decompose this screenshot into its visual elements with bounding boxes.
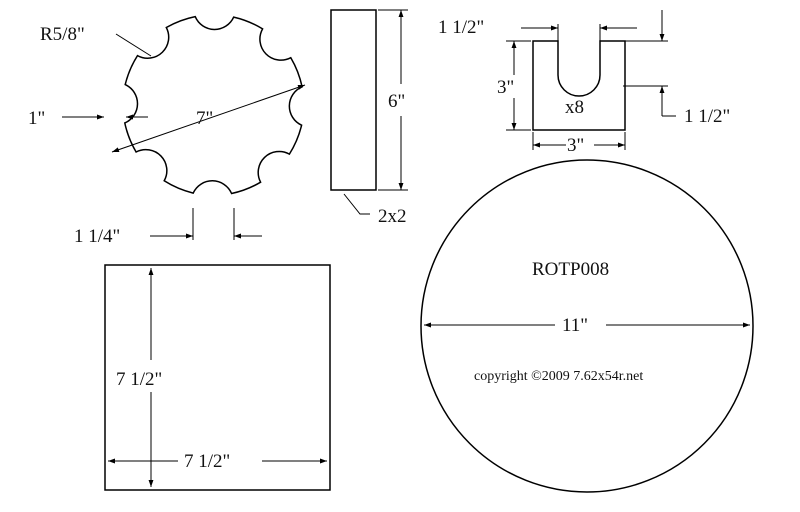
holder-outline [532, 40, 626, 131]
post-stock-label: 2x2 [378, 206, 407, 227]
wheel-diameter-line [111, 84, 306, 153]
notch-radius-leader [115, 33, 152, 57]
holder-width-label: 3" [567, 135, 584, 156]
round-top-outline [420, 159, 754, 493]
post-outline [330, 9, 377, 191]
square-height-label: 7 1/2" [116, 369, 162, 390]
wheel-diameter-label: 7" [196, 108, 213, 129]
round-top: ROTP008 11" copyright ©2009 7.62x54r.net [420, 159, 754, 493]
notch-radius-label: R5/8" [40, 24, 85, 45]
copyright-text: copyright ©2009 7.62x54r.net [474, 369, 643, 384]
holder-part: x8 1 1/2" 3" 1 1/2" 3" [438, 10, 730, 156]
notch-depth-label: 1" [28, 108, 45, 129]
holder-height-label: 3" [497, 77, 514, 98]
star-wheel: R5/8" 1" 7" 1 1/4" [28, 15, 306, 247]
post-stock-leader [343, 193, 370, 215]
holder-quantity-label: x8 [565, 97, 584, 118]
part-id-label: ROTP008 [532, 259, 609, 280]
base-square: 7 1/2" 7 1/2" [104, 264, 331, 491]
notch-width-label: 1 1/4" [74, 226, 120, 247]
post-height-label: 6" [388, 91, 405, 112]
round-diameter-label: 11" [562, 315, 588, 336]
holder-notch-label: 1 1/2" [684, 106, 730, 127]
square-width-label: 7 1/2" [184, 451, 230, 472]
holder-top-notch-label: 1 1/2" [438, 17, 484, 38]
star-wheel-outline [123, 15, 303, 195]
post-part: 6" 2x2 [330, 9, 408, 227]
base-square-outline [104, 264, 331, 491]
